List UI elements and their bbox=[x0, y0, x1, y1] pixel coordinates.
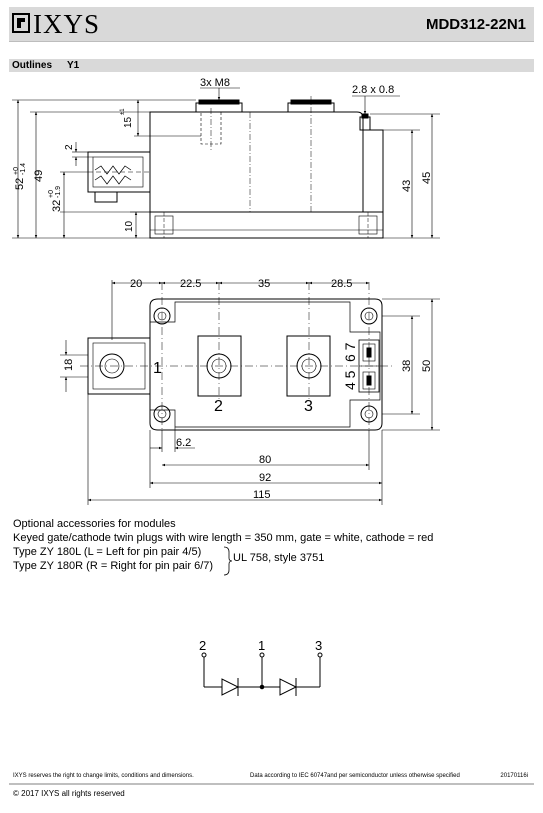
terminal-1-label: 1 bbox=[153, 360, 162, 377]
top-view bbox=[80, 282, 395, 431]
label-dim-45: 45 bbox=[421, 172, 433, 184]
terminal-2-label: 2 bbox=[214, 398, 223, 415]
label-dim-2: 2 bbox=[64, 144, 75, 150]
footer-right: 20170116i bbox=[500, 773, 528, 779]
label-dim-10: 10 bbox=[124, 220, 135, 232]
label-dim-20: 20 bbox=[130, 278, 142, 290]
top-view-labels: 20 22.5 35 28.5 18 38 50 6.2 80 92 115 1… bbox=[63, 278, 433, 501]
label-dim-52-tol-up: +0 bbox=[13, 167, 20, 175]
section-variant: Y1 bbox=[67, 60, 80, 71]
label-dim-32-tol-dn: -1.9 bbox=[55, 186, 62, 198]
side-view-dimensions bbox=[12, 87, 440, 239]
brand-name: IXYS bbox=[33, 9, 101, 39]
label-dim-80: 80 bbox=[259, 454, 271, 466]
label-dim-38: 38 bbox=[401, 360, 413, 372]
accessory-line-3: Type ZY 180R (R = Right for pin pair 6/7… bbox=[13, 560, 214, 572]
label-dim-28-5: 28.5 bbox=[331, 278, 352, 290]
ul-note: UL 758, style 3751 bbox=[233, 552, 325, 564]
section-bar: Outlines Y1 bbox=[9, 59, 534, 72]
label-dim-92: 92 bbox=[259, 472, 271, 484]
label-dim-52-tol-dn: -1.4 bbox=[20, 163, 27, 175]
label-dim-18: 18 bbox=[63, 359, 75, 371]
footer-left: IXYS reserves the right to change limits… bbox=[13, 773, 194, 779]
label-pin-size: 2.8 x 0.8 bbox=[352, 84, 394, 96]
label-dim-35: 35 bbox=[258, 278, 270, 290]
schematic-pin-3: 3 bbox=[315, 638, 322, 653]
label-dim-49: 49 bbox=[33, 170, 45, 182]
label-screws: 3x M8 bbox=[200, 77, 230, 89]
top-view-dimensions bbox=[60, 280, 440, 505]
schematic-pin-2: 2 bbox=[199, 638, 206, 653]
label-dim-32: 32 bbox=[51, 200, 63, 212]
label-dim-115: 115 bbox=[253, 489, 271, 501]
accessory-line-1: Keyed gate/cathode twin plugs with wire … bbox=[13, 532, 434, 544]
section-title: Outlines bbox=[12, 60, 53, 71]
copyright: © 2017 IXYS all rights reserved bbox=[13, 789, 125, 798]
label-dim-52: 52 bbox=[14, 178, 26, 190]
accessory-line-2: Type ZY 180L (L = Left for pin pair 4/5) bbox=[13, 546, 202, 558]
pins-67-label: 6 7 bbox=[342, 342, 358, 362]
label-dim-15: 15 bbox=[123, 116, 134, 128]
label-dim-15-tol: ±1 bbox=[120, 108, 126, 115]
label-dim-43: 43 bbox=[401, 180, 413, 192]
accessory-heading: Optional accessories for modules bbox=[13, 518, 176, 530]
ixys-logo-icon bbox=[12, 13, 30, 33]
terminal-3-label: 3 bbox=[304, 398, 313, 415]
accessory-notes: Optional accessories for modules Keyed g… bbox=[13, 517, 433, 573]
label-dim-22-5: 22.5 bbox=[180, 278, 201, 290]
schematic-diagram bbox=[201, 652, 323, 696]
accessory-brace bbox=[223, 546, 233, 576]
side-view-labels: 3x M8 2.8 x 0.8 15 ±1 2 52 +0 -1.4 49 32… bbox=[13, 77, 433, 232]
label-dim-6-2: 6.2 bbox=[176, 437, 191, 449]
header-bar: IXYS MDD312-22N1 bbox=[9, 7, 534, 42]
part-number: MDD312-22N1 bbox=[425, 16, 526, 33]
label-dim-32-tol-up: +0 bbox=[48, 190, 55, 198]
label-dim-50: 50 bbox=[421, 360, 433, 372]
footer-center: Data according to IEC 60747and per semic… bbox=[250, 773, 460, 779]
schematic-labels: 2 1 3 bbox=[199, 638, 322, 653]
schematic-pin-1: 1 bbox=[258, 638, 265, 653]
pins-45-label: 4 5 bbox=[342, 370, 358, 390]
